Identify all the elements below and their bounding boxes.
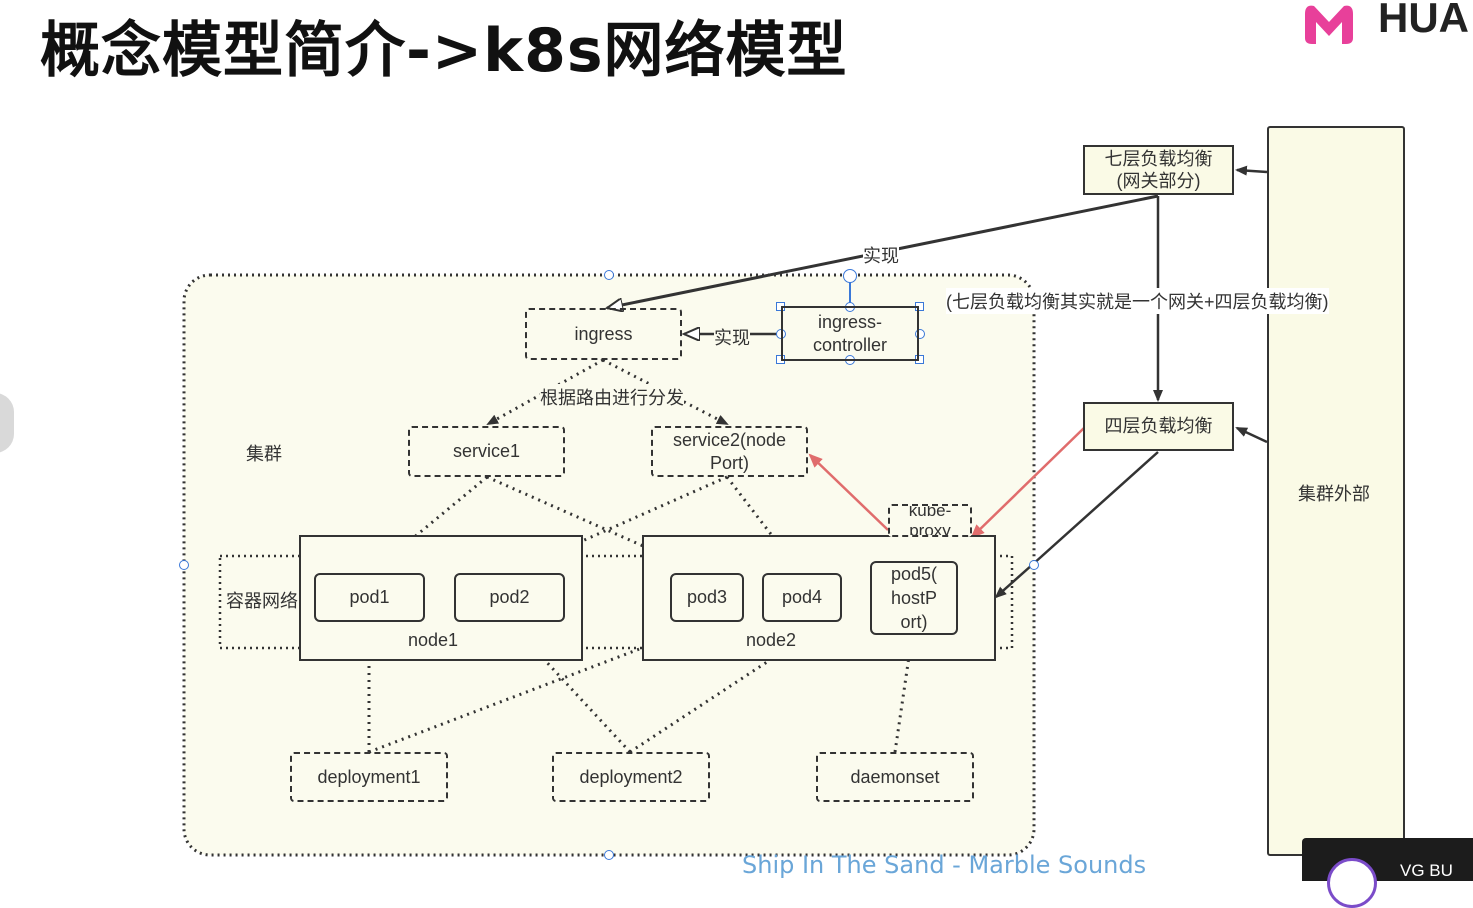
container-network-label: 容器网络	[226, 587, 298, 613]
node1-box	[299, 535, 583, 661]
music-watermark: Ship In The Sand - Marble Sounds	[742, 851, 1147, 879]
bubble-label: VG BU	[1400, 861, 1453, 880]
cluster-handle[interactable]	[1029, 560, 1039, 570]
deployment2-node[interactable]: deployment2	[552, 752, 710, 802]
side-panel-tab[interactable]	[0, 393, 14, 453]
ingress-node[interactable]: ingress	[525, 308, 682, 360]
pod2-node[interactable]: pod2	[454, 573, 565, 622]
node1-label: node1	[408, 630, 459, 650]
avatar[interactable]	[1327, 858, 1377, 908]
service2-node[interactable]: service2(node Port)	[651, 426, 808, 477]
lb-note-label: (七层负载均衡其实就是一个网关+四层负载均衡)	[946, 288, 1329, 314]
deployment1-node[interactable]: deployment1	[290, 752, 448, 802]
daemonset-node[interactable]: daemonset	[816, 752, 974, 802]
cluster-handle[interactable]	[604, 850, 614, 860]
pod4-node[interactable]: pod4	[762, 573, 842, 622]
cluster-label: 集群	[246, 444, 282, 464]
l4-load-balancer[interactable]: 四层负载均衡	[1083, 402, 1234, 451]
cluster-handle[interactable]	[604, 270, 614, 280]
logo-text: HUA	[1378, 0, 1469, 41]
rotate-handle[interactable]	[843, 269, 857, 283]
route-dispatch-label: 根据路由进行分发	[540, 384, 684, 410]
service1-node[interactable]: service1	[408, 426, 565, 477]
resize-handle[interactable]	[915, 329, 925, 339]
l7-load-balancer[interactable]: 七层负载均衡 (网关部分)	[1083, 145, 1234, 195]
page-title: 概念模型简介->k8s网络模型	[40, 16, 848, 86]
kube-proxy-node[interactable]: kube- proxy	[888, 504, 972, 537]
pod5-node[interactable]: pod5( hostP ort)	[870, 561, 958, 635]
pod3-node[interactable]: pod3	[670, 573, 744, 622]
cluster-outside-panel	[1267, 126, 1405, 856]
implement-label-top: 实现	[863, 242, 899, 268]
pod1-node[interactable]: pod1	[314, 573, 425, 622]
ingress-controller-node[interactable]: ingress- controller	[781, 306, 919, 361]
node2-label: node2	[746, 630, 797, 650]
node2-box	[642, 535, 996, 661]
outside-label: 集群外部	[1298, 484, 1370, 504]
huawei-logo-icon	[1305, 5, 1353, 44]
implement-label-side: 实现	[714, 324, 750, 350]
cluster-handle[interactable]	[179, 560, 189, 570]
